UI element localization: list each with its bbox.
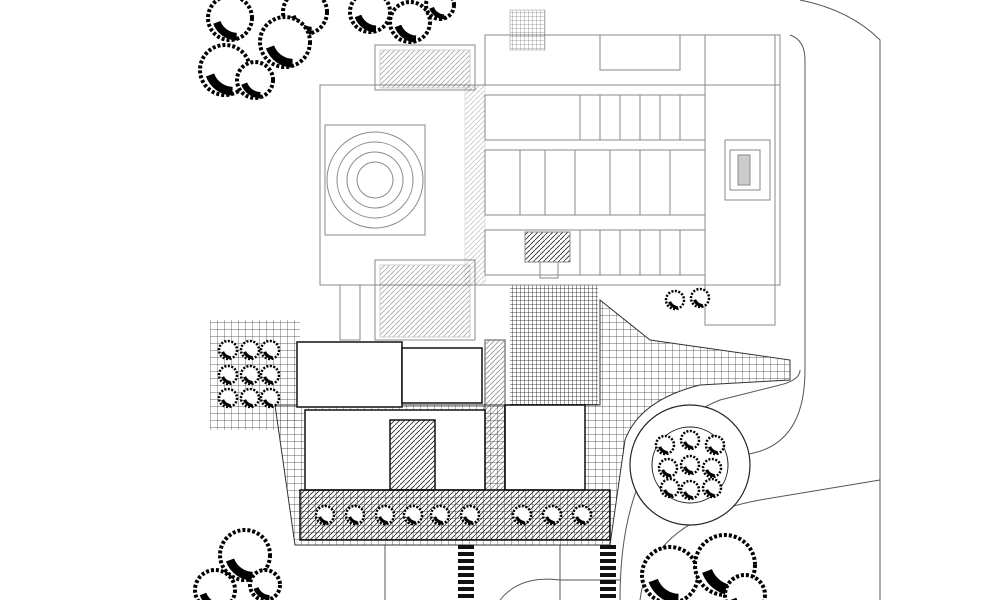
crosswalk-stripe <box>458 545 474 549</box>
crosswalk-stripe <box>600 552 616 556</box>
large-tree-icon <box>388 0 432 44</box>
crosswalk-stripe <box>600 573 616 577</box>
small-tree-icon <box>541 504 563 526</box>
large-tree-icon <box>206 0 254 42</box>
large-tree-icon <box>424 0 456 21</box>
large-tree-icon <box>235 60 275 100</box>
crosswalk-stripe <box>600 545 616 549</box>
small-tree-icon <box>259 339 281 361</box>
large-tree-icon <box>218 528 272 582</box>
crosswalk-stripe <box>600 580 616 584</box>
large-tree-icon <box>193 568 237 600</box>
crosswalk-stripe <box>458 566 474 570</box>
small-tree-icon <box>679 429 701 451</box>
small-tree-icon <box>459 504 481 526</box>
small-tree-icon <box>701 457 723 479</box>
large-tree-icon <box>640 545 700 600</box>
small-tree-icon <box>701 477 723 499</box>
small-tree-icon <box>217 387 239 409</box>
large-tree-icon <box>258 15 312 69</box>
crosswalk-stripe <box>600 566 616 570</box>
office-partitions <box>519 95 681 275</box>
crosswalk-stripe <box>600 587 616 591</box>
crosswalk-stripe <box>458 559 474 563</box>
small-tree-icon <box>217 364 239 386</box>
small-tree-icon <box>259 364 281 386</box>
small-tree-icon <box>654 434 676 456</box>
crosswalk-stripe <box>458 594 474 598</box>
small-tree-icon <box>679 454 701 476</box>
small-tree-icon <box>657 457 679 479</box>
small-tree-icon <box>704 434 726 456</box>
grid-hatched-courtyard <box>510 285 598 405</box>
small-tree-icon <box>689 287 711 309</box>
large-tree-icon <box>348 0 392 34</box>
crosswalk-stripe <box>458 587 474 591</box>
small-tree-icon <box>571 504 593 526</box>
crosswalk-stripe <box>600 559 616 563</box>
crosswalk-stripe <box>458 580 474 584</box>
small-tree-icon <box>239 339 261 361</box>
large-tree-icon <box>248 568 282 600</box>
small-tree-icon <box>402 504 424 526</box>
small-tree-icon <box>511 504 533 526</box>
new-building <box>296 339 611 541</box>
crosswalk-stripe <box>458 573 474 577</box>
small-tree-icon <box>429 504 451 526</box>
small-tree-icon <box>239 387 261 409</box>
large-tree-icon <box>723 573 767 600</box>
small-tree-icon <box>679 479 701 501</box>
small-tree-icon <box>659 477 681 499</box>
crosswalk-stripe <box>600 594 616 598</box>
small-tree-icon <box>664 289 686 311</box>
roundabout-island <box>651 426 729 504</box>
small-tree-icon <box>314 504 336 526</box>
small-tree-icon <box>344 504 366 526</box>
crosswalk-stripe <box>458 552 474 556</box>
small-tree-icon <box>239 364 261 386</box>
small-tree-icon <box>259 387 281 409</box>
small-tree-icon <box>374 504 396 526</box>
small-tree-icon <box>217 339 239 361</box>
trees <box>193 0 767 600</box>
crosswalk <box>458 545 616 598</box>
existing-building <box>319 9 781 341</box>
